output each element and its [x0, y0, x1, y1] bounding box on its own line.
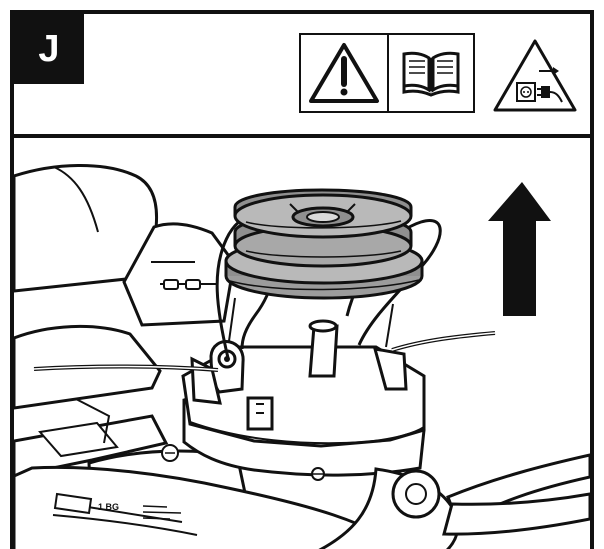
- manual-cell: [387, 35, 473, 111]
- warning-triangle-icon: [309, 43, 379, 103]
- warning-cell: [301, 35, 387, 111]
- instruction-panel: J: [10, 10, 594, 549]
- line-spool: [224, 188, 424, 300]
- panel-header: J: [14, 14, 590, 138]
- housing-markings: 1 BG: [98, 502, 119, 512]
- spool-removal-illustration: 1 BG: [14, 138, 590, 549]
- up-arrow-icon: [488, 182, 551, 316]
- open-book-icon: [402, 51, 460, 97]
- unplug-warning: [492, 38, 578, 114]
- safety-symbol-box: [299, 33, 475, 113]
- unplug-power-icon: [493, 39, 577, 112]
- step-label: J: [14, 14, 84, 84]
